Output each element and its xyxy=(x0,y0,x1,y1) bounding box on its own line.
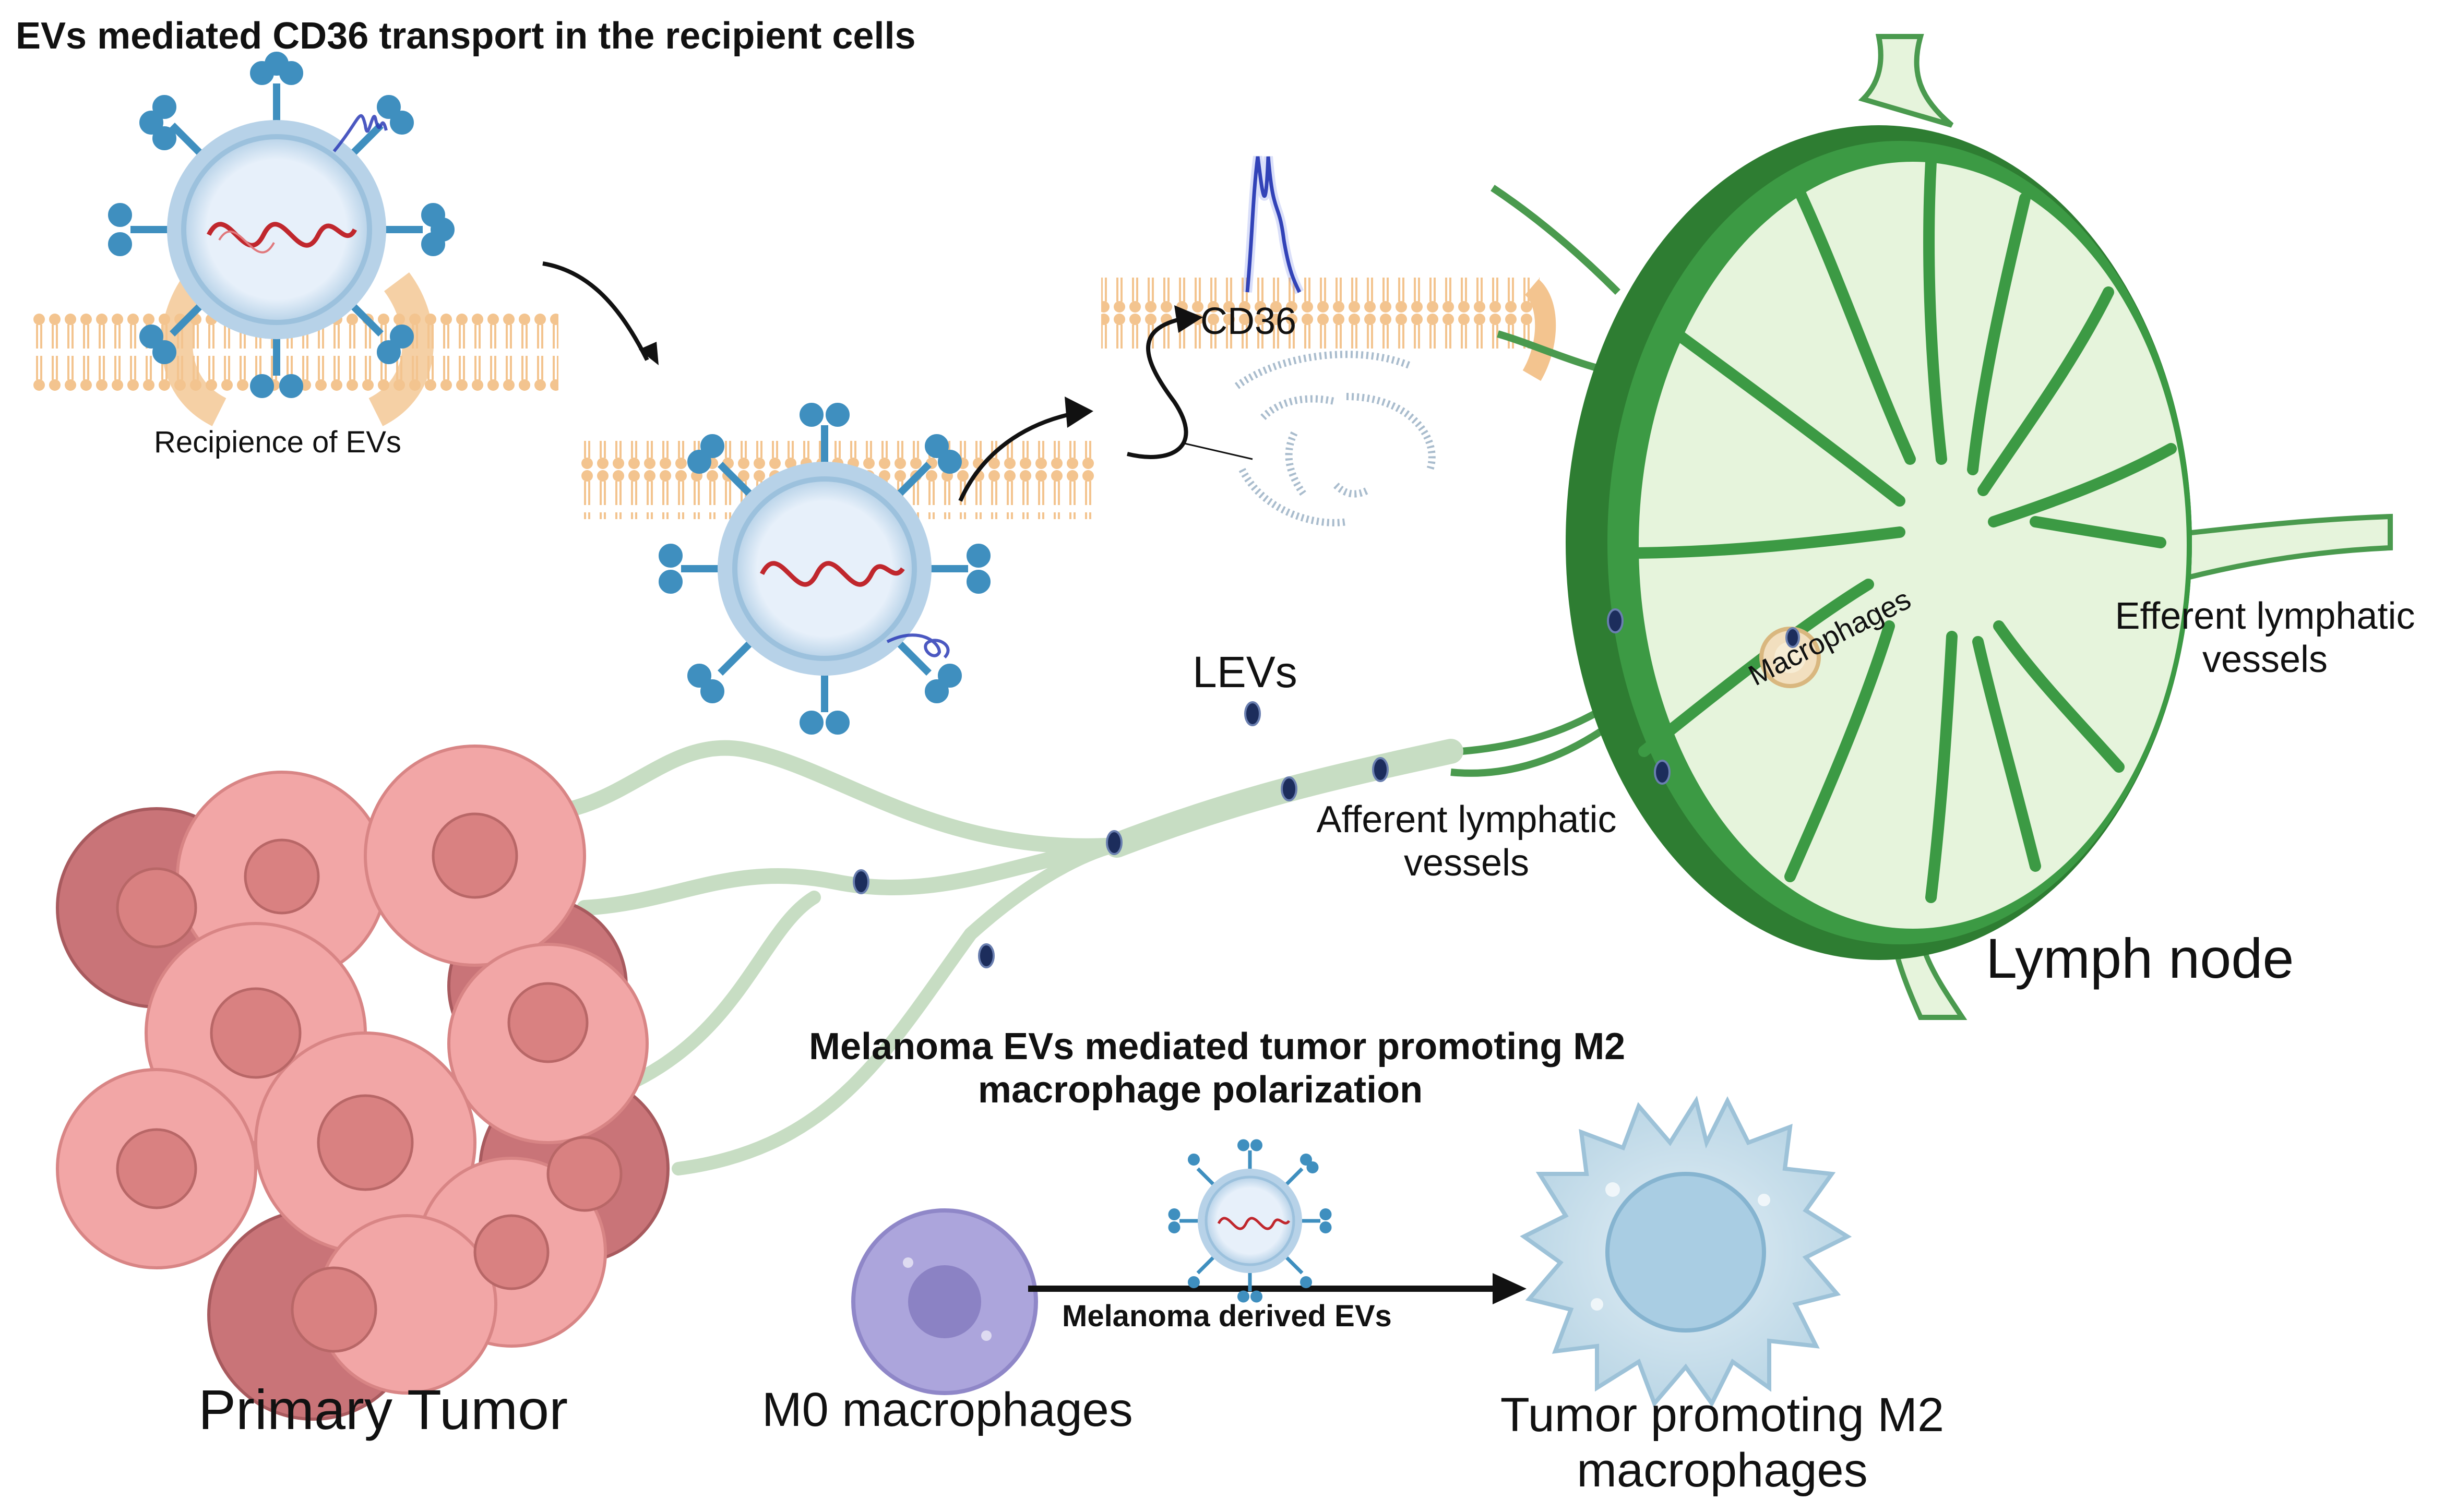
efferent-label-line-2: vessels xyxy=(2202,638,2328,680)
m2-macrophages-label: Tumor promoting M2 macrophages xyxy=(1409,1388,2035,1498)
lymph-node xyxy=(1450,34,2393,1020)
afferent-lymphatic-vessels-label: Afferent lymphatic vessels xyxy=(1279,798,1654,885)
extracellular-vesicle-2 xyxy=(659,403,991,735)
membrane-bilayer-3 xyxy=(1101,274,1556,381)
efferent-label-line-1: Efferent lymphatic xyxy=(2115,595,2415,637)
cd36-protein-glyph-2 xyxy=(886,633,950,659)
m0-to-m2-arrow xyxy=(1028,1273,1527,1304)
figure-title: EVs mediated CD36 transport in the recip… xyxy=(16,15,916,57)
endomembrane-arcs xyxy=(1234,351,1436,526)
arrow-to-cd36 xyxy=(1127,316,1188,459)
afferent-label-line-2: vessels xyxy=(1403,842,1530,884)
m2-label-line-1: Tumor promoting M2 xyxy=(1500,1388,1945,1442)
primary-tumor-cells xyxy=(56,745,670,1421)
primary-tumor-label: Primary Tumor xyxy=(198,1378,568,1441)
lev-particles xyxy=(853,608,1800,968)
arrow-step-2 xyxy=(958,410,1081,502)
cd36-protein-glyph-1 xyxy=(332,114,388,152)
polarization-heading-line-2: macrophage polarization xyxy=(977,1069,1423,1111)
recipience-of-evs-label: Recipience of EVs xyxy=(154,425,401,459)
arrow-step-1 xyxy=(542,261,649,361)
melanoma-ev-small xyxy=(1168,1139,1332,1303)
m2-macrophage-cell xyxy=(1520,1095,1852,1408)
levs-label: LEVs xyxy=(1193,647,1297,697)
polarization-heading: Melanoma EVs mediated tumor promoting M2… xyxy=(809,1025,1626,1112)
melanoma-derived-evs-label: Melanoma derived EVs xyxy=(1062,1299,1392,1333)
lymph-node-label: Lymph node xyxy=(1986,927,2294,990)
m0-macrophage-cell xyxy=(851,1208,1038,1395)
polarization-heading-line-1: Melanoma EVs mediated tumor promoting M2 xyxy=(809,1026,1626,1067)
m0-macrophages-label: M0 macrophages xyxy=(762,1383,1133,1436)
cd36-label: CD36 xyxy=(1200,301,1297,342)
extracellular-vesicle-1 xyxy=(108,52,455,398)
cd36-protein-in-membrane xyxy=(1245,156,1302,293)
m2-label-line-2: macrophages xyxy=(1577,1443,1868,1497)
efferent-lymphatic-vessels-label: Efferent lymphatic vessels xyxy=(2082,595,2448,681)
afferent-label-line-1: Afferent lymphatic xyxy=(1316,799,1617,841)
